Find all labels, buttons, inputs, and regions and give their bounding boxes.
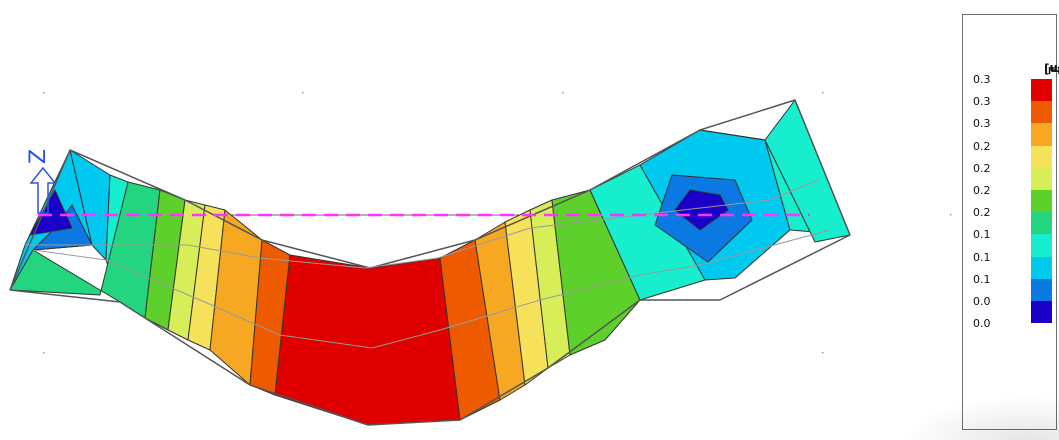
legend-value-label: 0.1 — [973, 272, 991, 286]
mesh-lines — [25, 179, 831, 349]
legend-value-label: 0.2 — [973, 206, 991, 220]
legend-value-label: 0.2 — [973, 139, 991, 153]
legend-color-swatch — [1031, 101, 1052, 124]
beam-contour-bands — [9, 99, 851, 426]
legend-color-swatch — [1031, 256, 1052, 279]
legend-color-swatch — [1031, 190, 1052, 213]
z-axis-arrow-icon — [29, 166, 57, 214]
beam-outline — [9, 99, 851, 426]
legend-title-unit: [mm] — [1044, 62, 1059, 76]
legend-value-label: 0.0 — [973, 295, 991, 308]
legend-value-label: 0.3 — [973, 117, 991, 131]
legend-title: Utotal [mm] — [1031, 37, 1059, 77]
corner-shadow — [900, 395, 1059, 440]
legend-color-swatch — [1031, 212, 1052, 235]
legend-value-label: 0.3 — [973, 95, 991, 109]
legend-color-swatch — [1031, 167, 1052, 190]
legend-value-label: 0.3 — [973, 73, 991, 86]
z-axis-indicator: Z — [26, 149, 57, 214]
z-axis-label: Z — [26, 149, 51, 164]
legend-color-swatch — [1031, 278, 1052, 301]
legend-color-swatch — [1031, 234, 1052, 257]
contour-band — [274, 254, 461, 426]
legend-value-label: 0.2 — [973, 184, 991, 197]
legend-value-label: 0.0 — [973, 317, 991, 331]
contour-band — [674, 189, 729, 231]
legend-color-swatch — [1031, 301, 1052, 324]
legend-value-label: 0.1 — [973, 228, 991, 242]
legend-color-swatch — [1031, 79, 1052, 102]
legend-value-label: 0.2 — [973, 161, 991, 175]
legend-value-label: 0.1 — [973, 250, 991, 264]
legend-panel: Utotal [mm] 0.3 0.3 0.3 0.2 0.2 0.2 0.2 0.1 0.1 0… — [962, 14, 1059, 430]
legend-color-swatch — [1031, 145, 1052, 168]
legend-color-swatch — [1031, 123, 1052, 146]
contour-band — [551, 189, 641, 356]
